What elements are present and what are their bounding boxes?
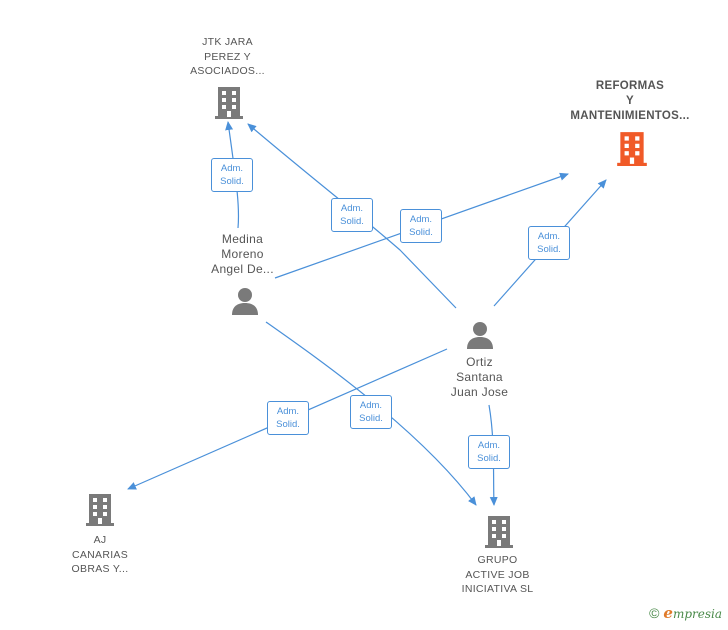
- node-label-aj[interactable]: AJ CANARIAS OBRAS Y...: [71, 534, 129, 575]
- edge-badge-ortiz-grupo[interactable]: Adm. Solid.: [468, 435, 510, 469]
- brand-logo[interactable]: empresia: [663, 604, 722, 622]
- person-icon[interactable]: [230, 286, 260, 316]
- edge-badge-ortiz-aj[interactable]: Adm. Solid.: [267, 401, 309, 435]
- person-icon[interactable]: [465, 320, 495, 350]
- node-label-jtk[interactable]: JTK JARA PEREZ Y ASOCIADOS...: [190, 36, 265, 77]
- edge-badge-ortiz-jtk[interactable]: Adm. Solid.: [331, 198, 373, 232]
- building-icon[interactable]: [484, 514, 514, 548]
- building-icon[interactable]: [214, 85, 244, 119]
- node-label-ortiz[interactable]: Ortiz Santana Juan Jose: [450, 355, 509, 399]
- edge-badge-medina-grupo[interactable]: Adm. Solid.: [350, 395, 392, 429]
- building-icon-highlighted[interactable]: [616, 130, 648, 166]
- node-label-grupo[interactable]: GRUPO ACTIVE JOB INICIATIVA SL: [461, 554, 534, 595]
- footer-brand: © empresia: [649, 604, 722, 622]
- node-label-reformas[interactable]: REFORMAS Y MANTENIMIENTOS...: [570, 80, 690, 122]
- edge-badge-medina-jtk[interactable]: Adm. Solid.: [211, 158, 253, 192]
- node-label-medina[interactable]: Medina Moreno Angel De...: [211, 232, 274, 276]
- copyright-icon: ©: [649, 605, 660, 621]
- building-icon[interactable]: [85, 492, 115, 526]
- edge-badge-medina-reformas[interactable]: Adm. Solid.: [400, 209, 442, 243]
- edge-badge-ortiz-reformas[interactable]: Adm. Solid.: [528, 226, 570, 260]
